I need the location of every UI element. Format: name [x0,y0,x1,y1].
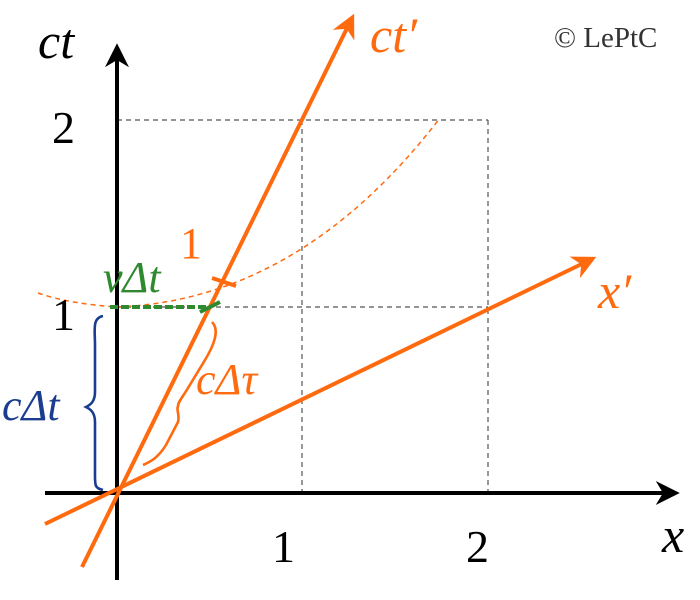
x-prime-axis [44,256,597,526]
x-prime-axis-label: x′ [597,263,632,319]
ct-tick-label-2: 2 [52,102,75,153]
ct-axis-label: ct [38,13,75,69]
v-dt-tick [199,300,221,314]
x-tick-label-2: 2 [466,521,489,572]
x-tick-label-1: 1 [272,521,295,572]
v-dt-label: vΔt [103,253,162,302]
grid [117,119,489,493]
c-dt-brace [83,314,104,492]
ct-tick-label-1: 1 [52,289,75,340]
x-axis-label: x [661,507,684,563]
c-dtau-label: cΔτ [196,355,259,404]
ct-prime-axis-label: ct′ [370,7,418,63]
hyperbola-point-label: 1 [180,219,202,268]
copyright-text: © LePtC [554,22,657,54]
invariant-hyperbola [37,117,441,308]
ct-prime-tick [211,276,237,288]
c-dtau-brace [142,321,217,467]
ct-prime-axis [80,13,355,568]
c-dt-label: cΔt [2,381,61,430]
